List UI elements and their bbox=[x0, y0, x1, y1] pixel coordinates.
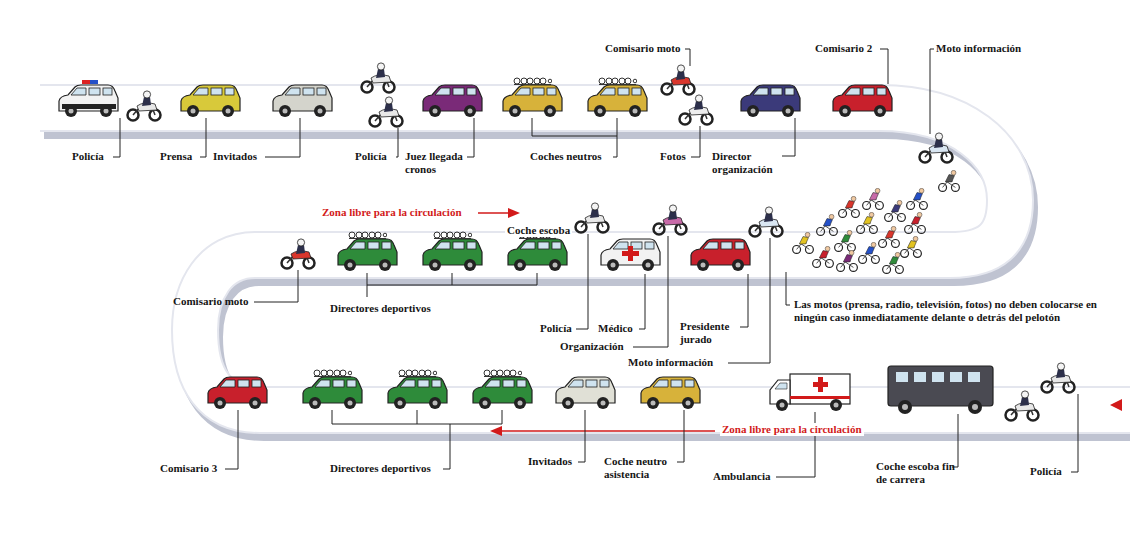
roof-bikes bbox=[434, 232, 472, 239]
organisation-moto bbox=[654, 205, 687, 235]
roof-bikes bbox=[314, 370, 352, 377]
judge-car bbox=[423, 85, 482, 117]
vehicle-label: Comisario moto bbox=[605, 42, 680, 55]
top-row-vehicles bbox=[59, 63, 959, 191]
vehicle-label: Comisario 3 bbox=[160, 462, 217, 475]
police-moto bbox=[1042, 363, 1075, 393]
red-cross bbox=[622, 246, 639, 261]
vehicle-label: Director organización bbox=[712, 150, 792, 176]
police-stripe bbox=[62, 104, 116, 109]
guest-car bbox=[273, 85, 332, 117]
roof-bikes bbox=[484, 370, 522, 377]
vehicle-label: Las motos (prensa, radio, televisión, fo… bbox=[794, 298, 1099, 324]
jury-car bbox=[691, 239, 750, 271]
commissaire-moto bbox=[282, 239, 315, 269]
middle-row-vehicles bbox=[282, 188, 928, 273]
commissaire-car bbox=[208, 377, 267, 409]
vehicle-label: Policía bbox=[72, 150, 104, 163]
light-bar bbox=[90, 80, 98, 84]
vehicle-label: Fotos bbox=[660, 150, 686, 163]
roof-bikes bbox=[514, 78, 552, 85]
vehicle-label: Comisario 2 bbox=[815, 42, 872, 55]
vehicle-label: Policía bbox=[355, 150, 387, 163]
police-moto bbox=[362, 63, 395, 93]
police-moto bbox=[1006, 391, 1039, 421]
vehicle-label: Presidente jurado bbox=[680, 320, 742, 346]
broom-wagon-bus bbox=[888, 366, 993, 414]
roof-bikes bbox=[599, 78, 637, 85]
guest-car bbox=[556, 377, 615, 409]
police-moto bbox=[370, 97, 403, 127]
vehicle-label: Ambulancia bbox=[713, 470, 770, 483]
team-car bbox=[303, 377, 362, 409]
leader-lines bbox=[113, 49, 1078, 477]
vehicle-label: Invitados bbox=[528, 455, 572, 468]
vehicle-label: Comisario moto bbox=[173, 295, 248, 308]
direction-arrow bbox=[1110, 399, 1122, 411]
vehicle-label: Moto información bbox=[628, 356, 713, 369]
team-car bbox=[388, 377, 447, 409]
ambulance bbox=[770, 374, 850, 411]
press-car bbox=[181, 85, 240, 117]
police-moto bbox=[128, 91, 161, 121]
commissaire-car bbox=[833, 85, 892, 117]
neutral-car bbox=[503, 85, 562, 117]
photo-moto bbox=[680, 95, 713, 125]
police-moto bbox=[576, 203, 609, 233]
vehicle-label: Coche neutro asistencia bbox=[604, 455, 680, 481]
commissaire-moto bbox=[662, 65, 695, 95]
zone-note: Zona libre para la circulación bbox=[720, 423, 864, 436]
light-bar bbox=[82, 80, 90, 84]
zone-note: Zona libre para la circulación bbox=[322, 206, 462, 219]
neutral-car bbox=[641, 377, 700, 409]
vehicle-label: Juez llegada cronos bbox=[405, 150, 471, 176]
vehicle-label: Policía bbox=[540, 322, 572, 335]
vehicle-label: Organización bbox=[560, 340, 624, 353]
neutral-car bbox=[588, 85, 647, 117]
team-car bbox=[473, 377, 532, 409]
vehicle-label: Médico bbox=[598, 322, 633, 335]
team-car bbox=[338, 239, 397, 271]
police-car bbox=[59, 85, 118, 117]
director-car bbox=[741, 85, 800, 117]
team-car bbox=[423, 239, 482, 271]
cyclist bbox=[939, 170, 960, 191]
peloton bbox=[793, 188, 928, 273]
doctor-car bbox=[601, 239, 660, 271]
vehicle-label: Policía bbox=[1030, 465, 1062, 478]
team-car bbox=[508, 239, 567, 271]
vehicle-label: Prensa bbox=[160, 150, 192, 163]
info-moto bbox=[920, 133, 953, 163]
vehicle-label: Directores deportivos bbox=[330, 302, 431, 315]
road bbox=[40, 108, 1130, 417]
vehicle-label: Coche escoba bbox=[505, 224, 572, 237]
bottom-row-vehicles bbox=[208, 363, 1122, 421]
vehicle-label: Coche escoba fin de carrera bbox=[876, 460, 958, 486]
roof-bikes bbox=[399, 370, 437, 377]
info-moto bbox=[750, 207, 783, 237]
roof-bikes bbox=[349, 232, 387, 239]
vehicle-label: Moto información bbox=[936, 42, 1021, 55]
vehicle-label: Directores deportivos bbox=[330, 462, 431, 475]
vehicle-label: Coches neutros bbox=[530, 150, 602, 163]
traffic-arrows bbox=[478, 208, 715, 436]
vehicle-label: Invitados bbox=[213, 150, 257, 163]
